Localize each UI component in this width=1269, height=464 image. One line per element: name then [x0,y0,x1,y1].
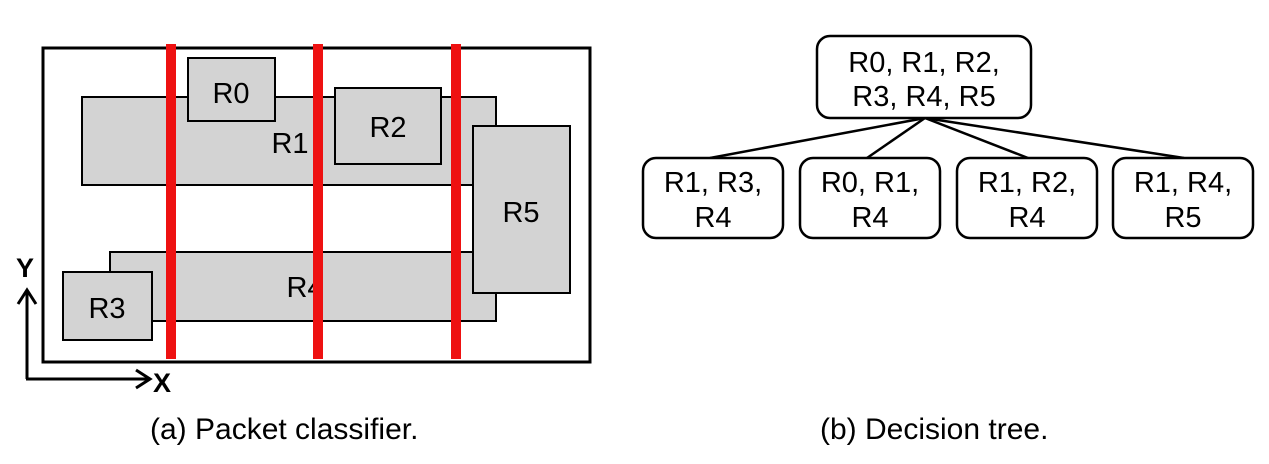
tree-edge [866,116,926,160]
tree-child-line1: R1, R2, [978,167,1076,199]
tree-child-line2: R4 [1008,202,1045,234]
tree-root-line2: R3, R4, R5 [852,81,995,113]
rule-r3-label: R3 [88,293,125,325]
tree-child-line1: R1, R4, [1134,167,1232,199]
cut-line [313,44,323,359]
tree-edge [709,116,926,160]
tree-edge [924,116,1029,160]
tree-root-line1: R0, R1, R2, [848,47,1000,79]
tree-child-line1: R0, R1, [821,167,919,199]
tree-edge [924,116,1185,160]
x-axis-label: X [153,368,171,398]
tree-child-node [798,156,942,240]
y-axis-arrow-icon [16,287,38,305]
rule-r0-rect [187,57,276,122]
tree-child-node [641,156,785,240]
rule-r5-label: R5 [502,197,539,229]
decision-tree: R0, R1, R2, R3, R4, R5 R1, R3, R4 R0, R1… [641,34,1255,240]
tree-child-node [1111,156,1255,240]
cut-line [451,44,461,359]
rule-r1-label: R1 [271,128,308,160]
tree-root-node [815,34,1033,120]
rule-r5-rect [472,125,571,294]
tree-caption: (b) Decision tree. [820,413,1049,446]
tree-child-node [955,156,1099,240]
packet-classifier: R0 R1 R2 R3 R4 R5 Y X [16,44,592,398]
x-axis-arrow-icon [135,368,153,390]
rule-r2-label: R2 [369,112,406,144]
y-axis-label: Y [16,253,34,283]
rule-r0-label: R0 [212,78,249,110]
rule-r3-rect [62,271,153,341]
tree-child-line2: R4 [694,202,731,234]
tree-child-line2: R4 [851,202,888,234]
tree-child-line2: R5 [1164,202,1201,234]
tree-child-line1: R1, R3, [664,167,762,199]
rule-r2-rect [334,87,442,165]
cut-line [166,44,176,359]
classifier-caption: (a) Packet classifier. [150,413,419,446]
